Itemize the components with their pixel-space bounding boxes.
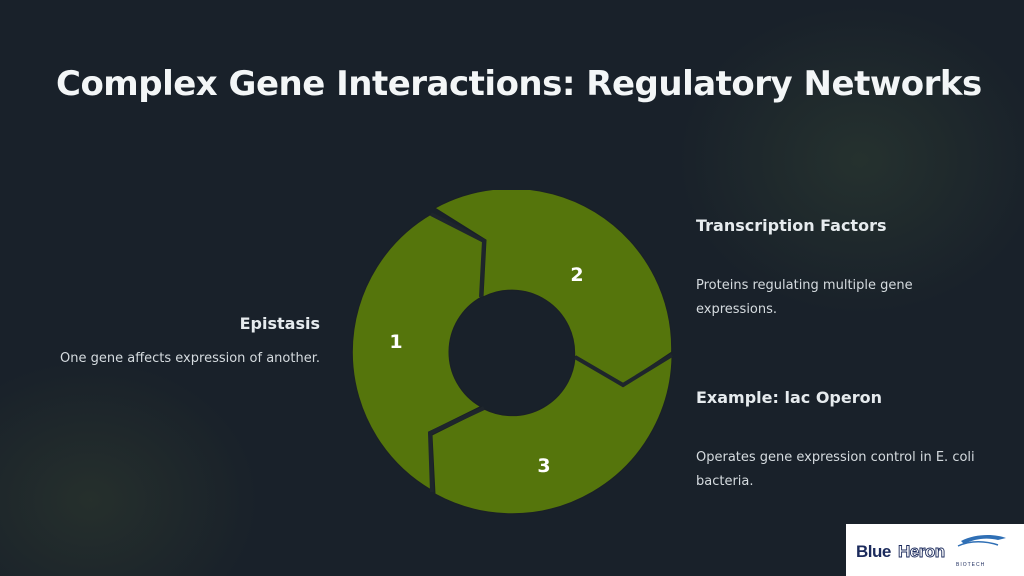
cycle-diagram-svg: 1 2 3 [351, 190, 674, 515]
segment-2 [434, 190, 673, 385]
cycle-diagram: 1 2 3 [340, 190, 680, 520]
segment-3-number: 3 [537, 455, 550, 477]
lac-operon-heading: Example: lac Operon [696, 388, 882, 407]
epistasis-heading: Epistasis [239, 314, 320, 333]
separator-3-1 [427, 406, 485, 493]
heron-wing-icon [961, 534, 1006, 544]
epistasis-description: One gene affects expression of another. [60, 351, 320, 366]
transcription-factors-heading: Transcription Factors [696, 216, 887, 235]
svg-text:BIOTECH: BIOTECH [956, 562, 985, 568]
segment-3 [431, 355, 673, 515]
blueheron-logo: Blue Heron BIOTECH [846, 524, 1024, 576]
separator-1-2 [430, 212, 487, 298]
svg-text:Blue: Blue [856, 542, 891, 561]
svg-text:Heron: Heron [898, 542, 945, 561]
segment-1 [351, 213, 486, 492]
separator-2-3 [573, 353, 674, 388]
lac-operon-description: Operates gene expression control in E. c… [696, 450, 975, 489]
slide-title: Complex Gene Interactions: Regulatory Ne… [56, 64, 982, 104]
blueheron-logo-graphic: Blue Heron BIOTECH [856, 534, 1006, 568]
transcription-factors-description: Proteins regulating multiple gene expres… [696, 278, 913, 317]
segment-1-number: 1 [389, 331, 402, 353]
segment-2-number: 2 [570, 264, 583, 286]
